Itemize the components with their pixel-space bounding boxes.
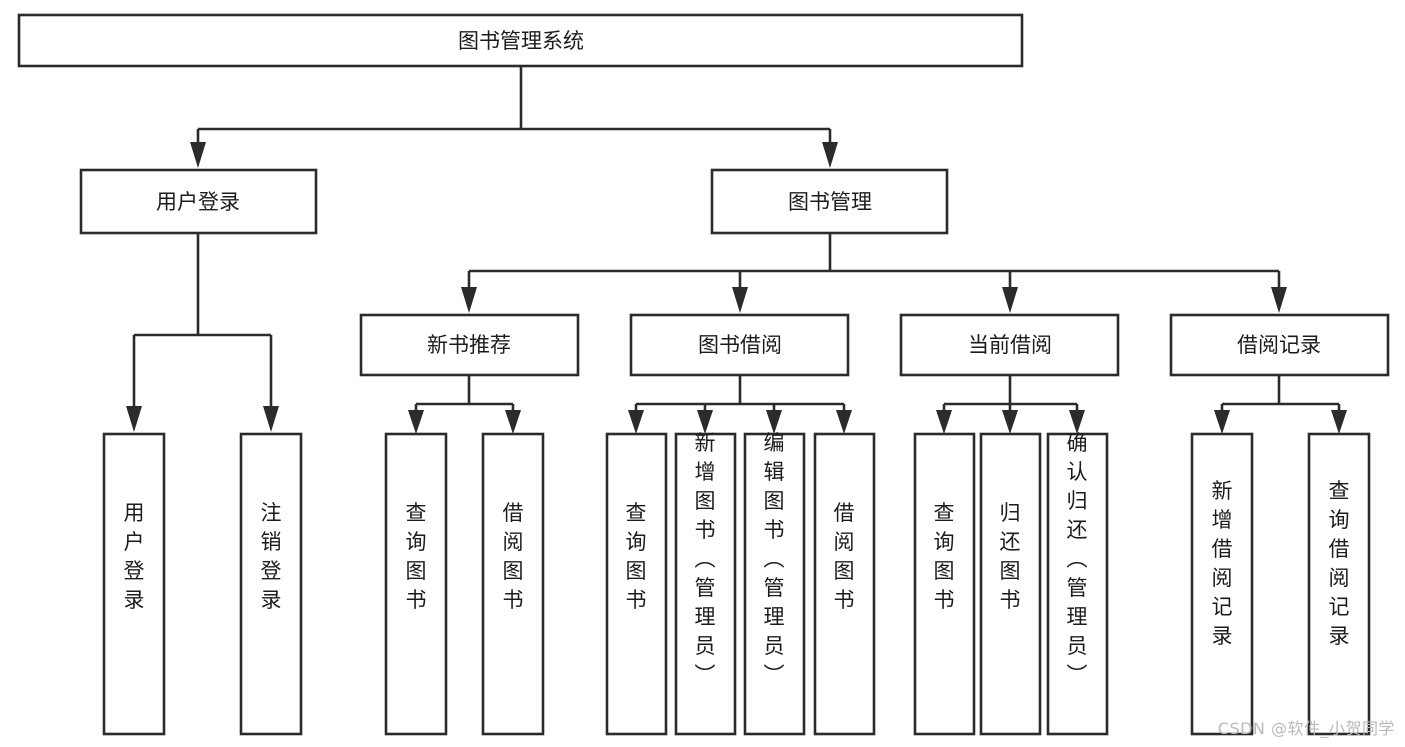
arrow-head-icon-currentborrow-3 [1069,410,1085,434]
node-user-login[interactable]: 用户登录 [79,168,318,235]
leaf-node-add-book-admin-box[interactable] [674,432,737,736]
leaf-node-query-borrow-record-box[interactable] [1307,432,1371,736]
arrow-head-icon-borrowrecord-1 [1214,410,1230,434]
arrow-head-icon-root-1 [190,142,206,168]
leaf-node-borrow-book-box[interactable] [813,432,876,736]
arrow-head-icon-bookmanage-4 [1271,287,1287,313]
node-user-login-box[interactable] [79,168,318,235]
leaf-node-return-book-label: 归还图书 [1000,501,1021,612]
arrow-head-icon-bookmanage-1 [461,287,477,313]
node-root-system-label: 图书管理系统 [458,29,584,53]
leaf-node-confirm-return-admin[interactable]: 确认归还︵管理员︶ [1046,431,1109,736]
node-current-borrow-box[interactable] [899,313,1120,377]
node-borrow-record-label: 借阅记录 [1237,333,1321,357]
node-root-system-box[interactable] [17,13,1024,68]
leaf-node-query-book-recommend-box[interactable] [384,432,448,736]
node-new-book-recommend[interactable]: 新书推荐 [359,313,580,377]
arrow-head-icon-borrowrecord-2 [1331,410,1347,434]
leaf-node-user-login-box[interactable] [102,432,166,736]
node-current-borrow-label: 当前借阅 [968,333,1052,357]
leaf-node-edit-book-admin[interactable]: 编辑图书︵管理员︶ [743,431,806,736]
leaf-node-logout-box[interactable] [239,432,303,736]
leaf-node-return-book[interactable]: 归还图书 [979,432,1042,736]
node-book-manage-label: 图书管理 [788,190,872,214]
arrow-head-icon-root-2 [822,142,838,168]
node-book-borrow[interactable]: 图书借阅 [629,313,850,377]
leaf-node-confirm-return-admin-label: 确认归还︵管理员︶ [1067,431,1088,687]
leaf-node-add-borrow-record[interactable]: 新增借阅记录 [1190,432,1254,736]
node-book-borrow-label: 图书借阅 [698,333,782,357]
leaf-node-user-login[interactable]: 用户登录 [102,432,166,736]
connector-group-book-manage [461,233,1287,313]
leaf-node-edit-book-admin-box[interactable] [743,432,806,736]
leaf-node-add-borrow-record-label: 新增借阅记录 [1212,479,1233,648]
arrow-head-icon-bookborrow-1 [628,410,644,434]
node-new-book-recommend-box[interactable] [359,313,580,377]
leaf-node-confirm-return-admin-box[interactable] [1046,432,1109,736]
leaf-node-add-book-admin-label: 新增图书︵管理员︶ [695,431,716,687]
node-current-borrow[interactable]: 当前借阅 [899,313,1120,377]
leaf-node-logout-label: 注销登录 [261,501,282,612]
leaf-node-user-login-label: 用户登录 [124,501,145,612]
arrow-head-icon-newbook-1 [408,410,424,434]
connector-group-borrow-record [1214,375,1347,434]
leaf-node-logout[interactable]: 注销登录 [239,432,303,736]
connector-group-book-borrow [628,375,852,434]
arrow-head-icon-newbook-2 [505,410,521,434]
leaf-node-borrow-book-recommend[interactable]: 借阅图书 [481,432,545,736]
leaf-node-return-book-box[interactable] [979,432,1042,736]
leaf-node-query-book-borrow-box[interactable] [605,432,668,736]
connector-group-current-borrow [936,375,1085,434]
leaf-node-query-borrow-record[interactable]: 查询借阅记录 [1307,432,1371,736]
connector-group-new-book [408,375,521,434]
leaf-node-query-book-current-label: 查询图书 [934,501,955,612]
leaf-node-query-book-recommend[interactable]: 查询图书 [384,432,448,736]
node-borrow-record[interactable]: 借阅记录 [1169,313,1390,377]
arrow-head-icon-currentborrow-1 [936,410,952,434]
leaf-node-add-borrow-record-box[interactable] [1190,432,1254,736]
node-book-borrow-box[interactable] [629,313,850,377]
node-new-book-recommend-label: 新书推荐 [427,333,511,357]
arrow-head-icon-bookborrow-4 [836,410,852,434]
node-book-manage-box[interactable] [710,168,949,235]
arrow-head-icon-bookborrow-2 [697,410,713,434]
connector-group-user-login [126,233,279,432]
connector-group-root [190,67,838,168]
arrow-head-icon-userlogin-2 [263,406,279,432]
leaf-node-borrow-book-label: 借阅图书 [834,501,855,612]
leaf-node-query-book-current-box[interactable] [913,432,976,736]
arrow-head-icon-bookmanage-2 [732,287,748,313]
leaf-node-query-book-recommend-label: 查询图书 [406,501,427,612]
node-root-system[interactable]: 图书管理系统 [17,13,1024,68]
leaf-node-borrow-book-recommend-label: 借阅图书 [503,501,524,612]
leaf-node-edit-book-admin-label: 编辑图书︵管理员︶ [764,431,785,687]
leaf-node-query-book-borrow[interactable]: 查询图书 [605,432,668,736]
leaf-node-borrow-book[interactable]: 借阅图书 [813,432,876,736]
arrow-head-icon-bookborrow-3 [766,410,782,434]
arrow-head-icon-currentborrow-2 [1002,410,1018,434]
leaf-node-query-borrow-record-label: 查询借阅记录 [1329,479,1350,648]
arrow-head-icon-userlogin-1 [126,406,142,432]
node-book-manage[interactable]: 图书管理 [710,168,949,235]
node-user-login-label: 用户登录 [156,190,240,214]
arrow-head-icon-bookmanage-3 [1002,287,1018,313]
leaf-node-query-book-current[interactable]: 查询图书 [913,432,976,736]
leaf-node-borrow-book-recommend-box[interactable] [481,432,545,736]
leaf-node-add-book-admin[interactable]: 新增图书︵管理员︶ [674,431,737,736]
leaf-node-query-book-borrow-label: 查询图书 [626,501,647,612]
node-borrow-record-box[interactable] [1169,313,1390,377]
